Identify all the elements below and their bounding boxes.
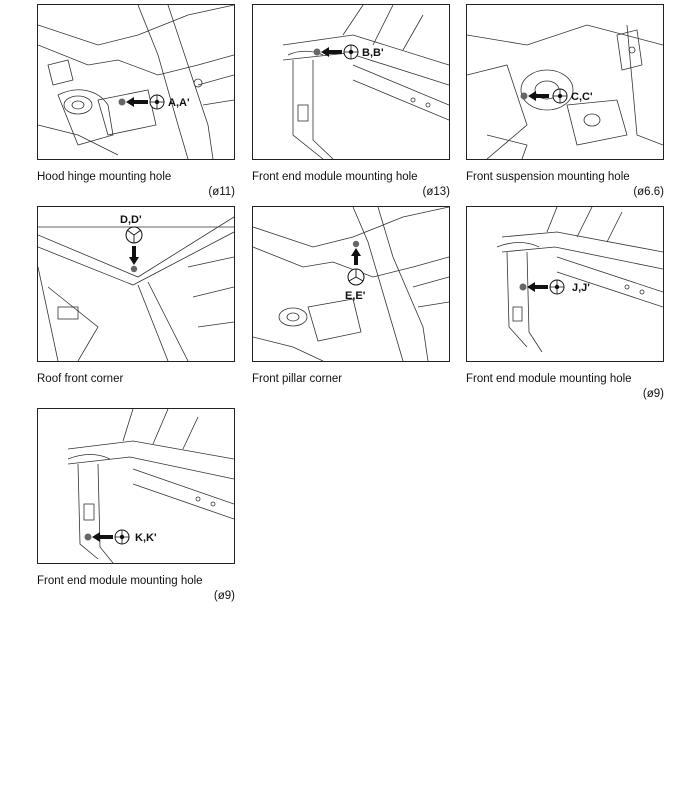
hood-hinge-illustration: A,A' xyxy=(37,4,235,160)
hole-label: C,C' xyxy=(571,91,593,103)
panel-caption: Front end module mounting hole xyxy=(252,171,418,183)
front-end-module-j-illustration: J,J' xyxy=(466,206,664,362)
front-end-module-b-illustration: B,B' xyxy=(252,4,450,160)
hole-label: K,K' xyxy=(135,532,157,544)
front-suspension-illustration: C,C' xyxy=(466,4,664,160)
front-end-module-k-illustration: K,K' xyxy=(37,408,235,564)
hole-label: B,B' xyxy=(362,47,384,59)
hole-diameter: (ø6.6) xyxy=(633,186,664,198)
hole-label: E,E' xyxy=(345,290,366,302)
front-pillar-corner-illustration: E,E' xyxy=(252,206,450,362)
hole-diameter: (ø11) xyxy=(208,186,235,198)
hole-diameter: (ø13) xyxy=(422,186,450,198)
hole-diameter: (ø9) xyxy=(642,388,664,400)
panel-caption: Front pillar corner xyxy=(252,373,343,385)
panel-caption: Front suspension mounting hole xyxy=(466,171,630,183)
panel-caption: Front end module mounting hole xyxy=(37,575,203,587)
panel-caption: Front end module mounting hole xyxy=(466,373,632,385)
panel-caption: Roof front corner xyxy=(37,373,124,385)
roof-front-corner-illustration: D,D' xyxy=(37,206,235,362)
hole-label: A,A' xyxy=(168,97,190,109)
hole-label: J,J' xyxy=(572,282,590,294)
hole-label: D,D' xyxy=(120,214,142,226)
hole-diameter: (ø9) xyxy=(213,590,235,602)
panel-caption: Hood hinge mounting hole xyxy=(37,171,172,183)
